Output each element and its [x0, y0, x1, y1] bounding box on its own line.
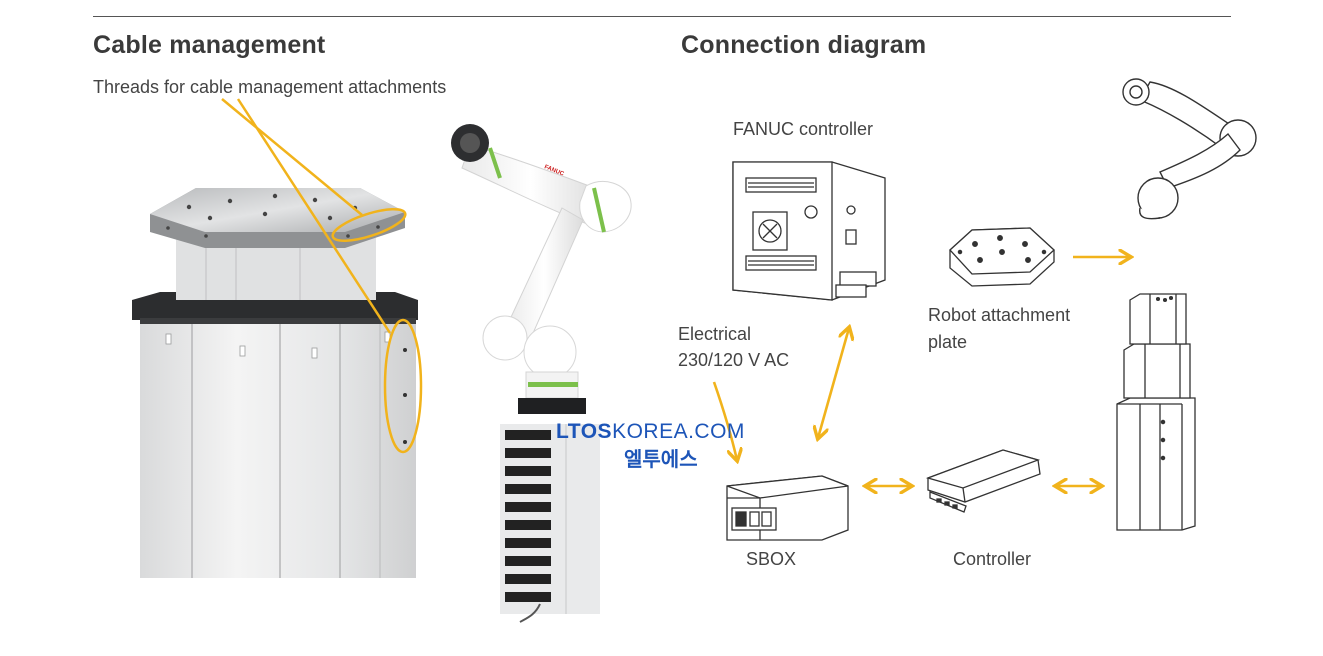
- watermark-brand: LTOSKOREA.COM: [556, 420, 745, 444]
- sbox-label: SBOX: [746, 549, 797, 569]
- sbox-fanuc-arrow: [818, 328, 849, 438]
- attachment-plate-label-line2: plate: [928, 332, 968, 352]
- fanuc-controller-label: FANUC controller: [733, 119, 874, 139]
- watermark-brand-bold: LTOS: [556, 420, 613, 443]
- watermark-brand-rest: KOREA.COM: [612, 420, 745, 443]
- lifting-column-drawing: [1116, 293, 1196, 531]
- sbox-drawing: [726, 475, 849, 541]
- controller-label: Controller: [953, 549, 1032, 569]
- top-divider: [93, 16, 1231, 17]
- attachment-plate-label-line1: Robot attachment: [928, 305, 1071, 325]
- electrical-label-line1: Electrical: [678, 324, 752, 344]
- fanuc-cobot-photo: [451, 124, 632, 623]
- thread-callouts: [221, 98, 423, 454]
- cable-management-title: Cable management: [93, 31, 326, 59]
- cable-threads-label: Threads for cable management attachments: [93, 77, 447, 97]
- robot-attachment-plate-drawing: [949, 227, 1055, 287]
- watermark-korean: 엘투에스: [624, 449, 698, 471]
- controller-drawing: [925, 449, 1041, 513]
- robot-arm-drawing: [1122, 78, 1257, 220]
- connection-arrows: [712, 257, 1130, 486]
- electrical-label-line2: 230/120 V AC: [678, 350, 790, 370]
- fanuc-controller-drawing: [732, 161, 886, 301]
- lifting-column-photo: [132, 188, 418, 578]
- connection-diagram-title: Connection diagram: [681, 31, 927, 59]
- electrical-arrow: [712, 381, 737, 460]
